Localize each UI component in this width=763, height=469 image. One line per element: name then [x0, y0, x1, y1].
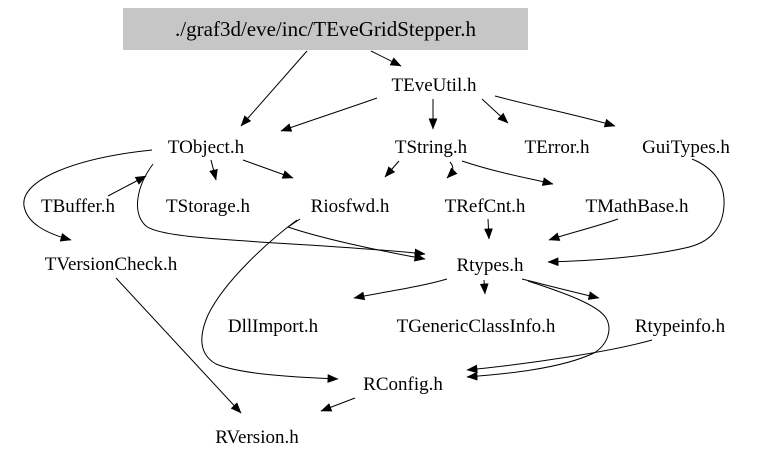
node-tobject[interactable]: TObject.h: [167, 137, 245, 159]
edge-rtypes-tgenericclassinfo: [479, 279, 489, 295]
node-rversion[interactable]: RVersion.h: [215, 427, 299, 449]
edge-tmathbase-rtypes: [548, 218, 619, 241]
node-dllimport[interactable]: DllImport.h: [227, 316, 319, 338]
edge-tobject-tversioncheck: [23, 149, 153, 242]
edge-tobject-tstorage: [209, 159, 218, 181]
edge-rconfig-rversion: [320, 397, 356, 412]
node-guitypes[interactable]: GuiTypes.h: [642, 137, 730, 159]
edge-teveutil-tobject: [280, 97, 378, 132]
node-tbuffer[interactable]: TBuffer.h: [40, 196, 116, 218]
node-riosfwd[interactable]: Riosfwd.h: [310, 196, 390, 218]
node-rconfig[interactable]: RConfig.h: [363, 374, 443, 396]
node-tstring[interactable]: TString.h: [394, 137, 468, 159]
edge-tobject-riosfwd: [242, 159, 294, 179]
edge-tversioncheck-rversion: [115, 277, 242, 414]
edge-rtypes-rconfig: [466, 280, 610, 381]
edge-rtypes-dllimport: [353, 278, 448, 301]
edge-rtypes-rtypeinfo: [521, 278, 600, 300]
node-terror[interactable]: TError.h: [524, 137, 590, 159]
node-tevegridstepper-root: ./graf3d/eve/inc/TEveGridStepper.h: [123, 8, 528, 50]
node-trefcnt[interactable]: TRefCnt.h: [444, 196, 526, 218]
edge-tstring-trefcnt: [446, 161, 458, 179]
edge-rtypeinfo-rconfig: [466, 339, 653, 374]
edge-trefcnt-rtypes: [484, 218, 493, 240]
node-rtypeinfo[interactable]: Rtypeinfo.h: [634, 316, 726, 338]
edge-stepper-tobject: [240, 50, 308, 127]
node-tstorage[interactable]: TStorage.h: [166, 196, 250, 218]
edge-tobject-rtypes: [137, 163, 426, 258]
edge-tbuffer-tobject: [107, 175, 147, 197]
edge-riosfwd-rtypes: [286, 218, 426, 262]
edge-riosfwd-rconfig: [201, 219, 339, 383]
edge-teveutil-guitypes: [494, 95, 616, 128]
edge-tstring-riosfwd: [384, 160, 400, 178]
node-tgenericclassinfo[interactable]: TGenericClassInfo.h: [396, 316, 556, 338]
edge-guitypes-rtypes: [547, 158, 725, 267]
node-tversioncheck[interactable]: TVersionCheck.h: [44, 254, 178, 276]
node-rtypes[interactable]: Rtypes.h: [456, 255, 524, 277]
edge-stepper-teveutil: [370, 50, 402, 67]
node-teveutil[interactable]: TEveUtil.h: [391, 75, 477, 97]
node-tmathbase[interactable]: TMathBase.h: [585, 196, 689, 218]
edge-teveutil-terror: [481, 98, 509, 124]
edge-tstring-tmathbase: [461, 160, 554, 186]
